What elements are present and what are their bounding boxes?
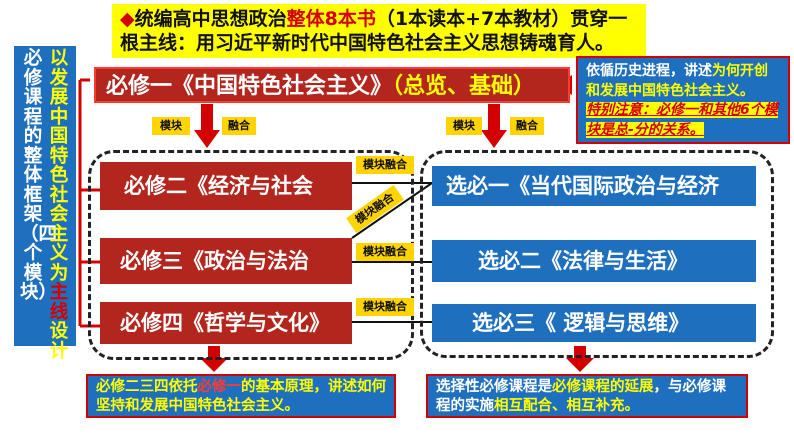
- fusion-tag: 融合: [510, 117, 544, 135]
- required-4-box: 必修四《哲学与文化》: [100, 302, 352, 344]
- module-fusion-tag: 模块融合: [356, 156, 414, 174]
- required-2-box: 必修二《经济与社会: [100, 162, 352, 210]
- left-panel-column-b: 以发展中国特色社会主义为主线设计: [49, 48, 69, 362]
- down-arrow-bottom-left: [200, 346, 228, 372]
- required-3-box: 必修三《政治与法治: [100, 238, 352, 284]
- elective-group-outline: [420, 150, 774, 358]
- top-banner: ◆统编高中思想政治整体8本书（1本读本+7本教材）贯穿一根主线：用习近平新时代中…: [112, 4, 646, 58]
- left-panel-column-a: 必修课程的整体框架（四个模块）: [20, 48, 58, 303]
- explanation-note: 依循历史进程，讲述为何开创和发展中国特色社会主义。 特别注意：必修一和其他6个模…: [576, 56, 790, 144]
- required-1-box: 必修一《中国特色社会主义》（总览、基础）: [94, 67, 570, 103]
- down-arrow-right: [481, 104, 507, 148]
- module-tag: 模块: [446, 117, 482, 135]
- module-fusion-tag: 模块融合: [356, 298, 414, 316]
- module-tag: 模块: [152, 117, 190, 135]
- bottom-right-note: 选择性必修课程是必修课程的延展，与必修课程的实施相互配合、相互补充。: [426, 374, 748, 418]
- module-fusion-tag: 模块融合: [356, 243, 414, 261]
- bottom-left-note: 必修二三四依托必修一的基本原理，讲述如何坚持和发展中国特色社会主义。: [86, 374, 396, 418]
- elective-1-box: 选必一《当代国际政治与经济: [432, 166, 756, 206]
- elective-3-box: 选必三《 逻辑与思维》: [432, 304, 756, 342]
- diamond-icon: ◆: [120, 8, 135, 30]
- down-arrow-left: [194, 104, 220, 148]
- fusion-tag: 融合: [222, 117, 256, 135]
- elective-2-box: 选必二《法律与生活》: [432, 240, 756, 282]
- left-vertical-panel: [14, 46, 76, 346]
- link-line: [351, 182, 433, 239]
